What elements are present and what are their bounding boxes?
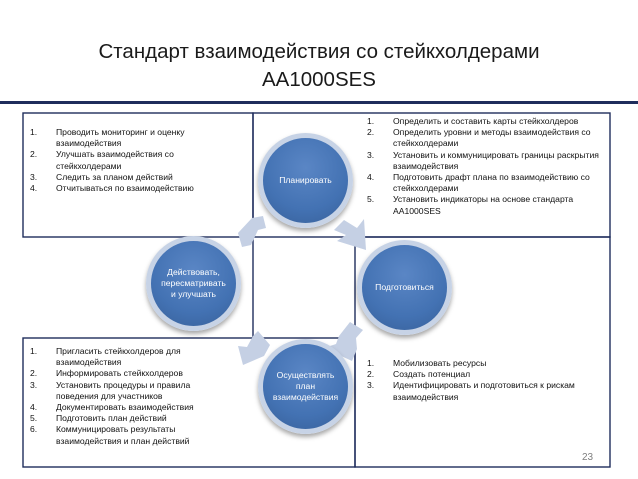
list-plan: 1.Определить и составить карты стейкхолд… [367, 116, 607, 217]
list-item: 1.Проводить мониторинг и оценку взаимоде… [30, 127, 185, 149]
arrow-plan-to-prepare [334, 219, 366, 250]
list-item: 2.Определить уровни и методы взаимодейст… [367, 127, 591, 149]
slide-title: Стандарт взаимодействия со стейкхолдерам… [0, 38, 638, 94]
slide-title-line-2: АА1000SES [262, 68, 376, 91]
frame-bottom-left [22, 337, 356, 468]
list-item: 5.Установить индикаторы на основе станда… [367, 194, 574, 216]
cycle-implement-label: Осуществлять план взаимодействия [272, 370, 339, 402]
list-item: 5.Подготовить план действий [30, 413, 167, 424]
list-item: 3.Установить и коммуницировать границы р… [367, 149, 599, 171]
cycle-prepare-circle: Подготовиться [357, 240, 452, 335]
cycle-plan-circle: Планировать [258, 133, 353, 228]
list-item: 6.Коммуницировать результаты взаимодейст… [30, 424, 190, 446]
cycle-act-circle: Действовать, пересматривать и улучшать [146, 236, 241, 331]
list-item: 1.Мобилизовать ресурсы [367, 358, 487, 368]
page-number: 23 [582, 452, 594, 463]
list-item: 2.Создать потенциал [367, 369, 471, 380]
title-divider [0, 101, 638, 104]
list-item: 3.Установить процедуры и правила поведен… [30, 379, 191, 401]
list-improve-monitor: 1.Проводить мониторинг и оценку взаимоде… [30, 127, 202, 194]
list-item: 2.Информировать стейкхолдеров [30, 368, 183, 379]
list-item: 4.Подготовить драфт плана по взаимодейст… [367, 172, 590, 194]
list-prepare: 1.Мобилизовать ресурсы 2.Создать потенци… [367, 358, 605, 403]
list-item: 1.Определить и составить карты стейкхолд… [367, 116, 579, 126]
slide-title-line-1: Стандарт взаимодействия со стейкхолдерам… [98, 40, 540, 63]
cycle-plan-label: Планировать [279, 175, 332, 185]
cycle-implement-circle: Осуществлять план взаимодействия [258, 339, 353, 434]
list-implement: 1.Пригласить стейкхолдеров для взаимодей… [30, 346, 220, 447]
list-item: 4.Отчитываться по взаимодействию [30, 183, 194, 194]
list-item: 3.Следить за планом действий [30, 171, 173, 182]
list-item: 3.Идентифицировать и подготовиться к рис… [367, 380, 575, 402]
cycle-prepare-label: Подготовиться [375, 282, 434, 292]
cycle-act-label: Действовать, пересматривать и улучшать [161, 267, 226, 299]
arrow-act-to-plan [238, 216, 266, 247]
list-item: 4.Документировать взаимодействия [30, 402, 194, 413]
list-item: 2.Улучшать взаимодействия со стейкхолдер… [30, 149, 174, 171]
arrow-implement-to-act [238, 331, 270, 365]
list-item: 1.Пригласить стейкхолдеров для взаимодей… [30, 346, 181, 368]
